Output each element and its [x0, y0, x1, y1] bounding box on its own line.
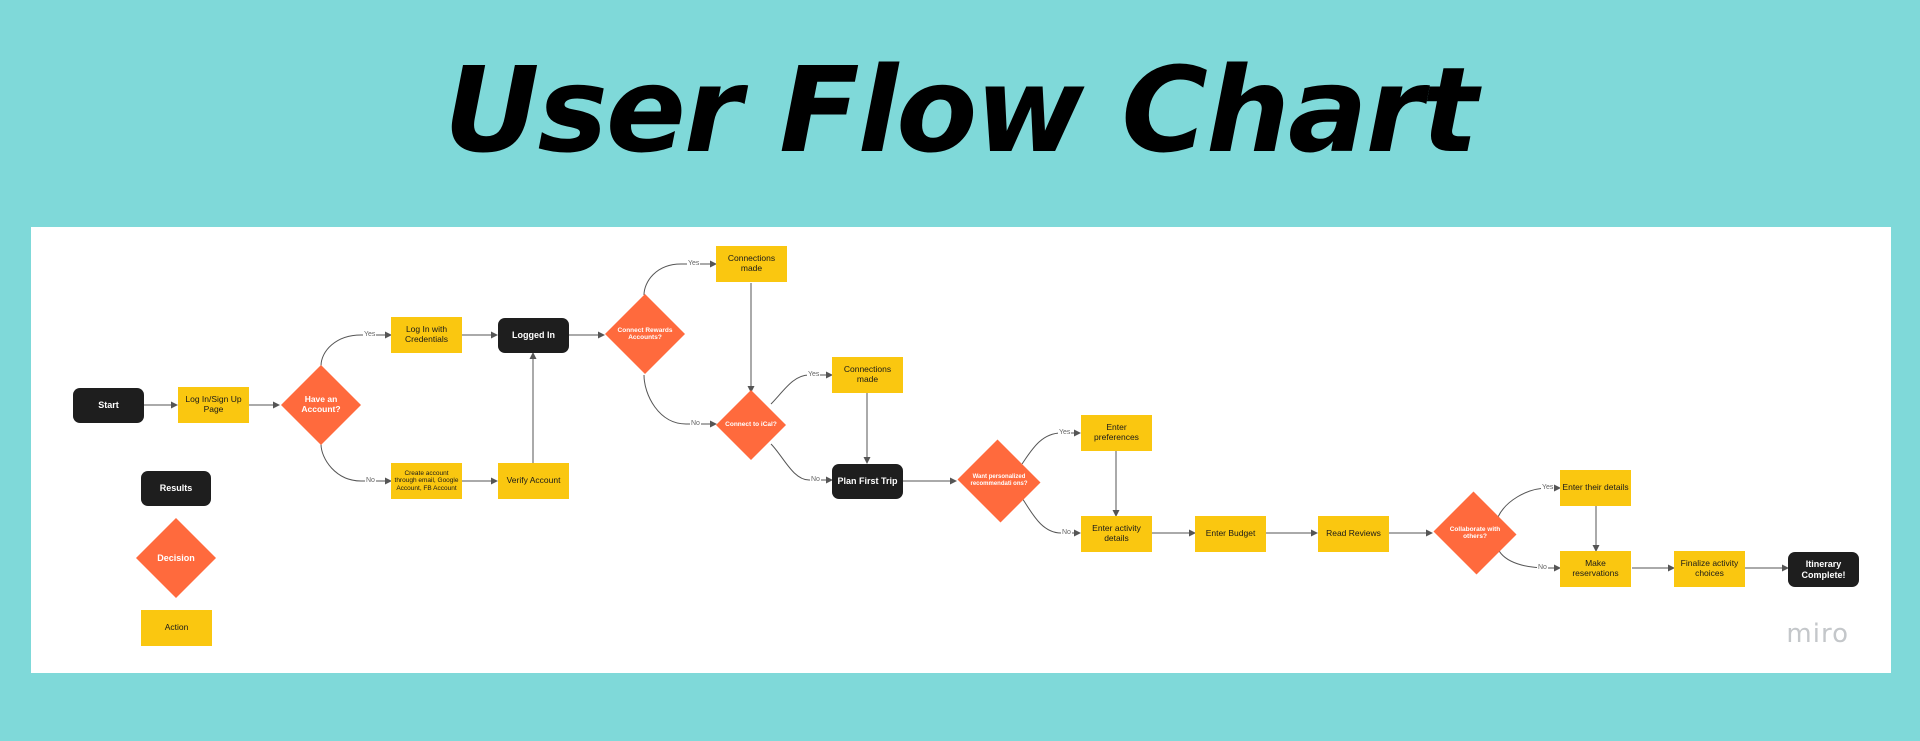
- decision-label: Connect to iCal?: [725, 421, 777, 429]
- edge-label-no: No: [1537, 563, 1548, 572]
- edge-recommend-no: [1021, 497, 1081, 537]
- flowchart-board: Start Log In/Sign Up Page Have an Accoun…: [31, 227, 1891, 673]
- page-title: User Flow Chart: [443, 41, 1478, 179]
- miro-watermark: miro: [1786, 619, 1849, 649]
- edge-ical-no: [770, 443, 833, 484]
- edge-label-yes: Yes: [807, 370, 821, 379]
- decision-label: Collaborate with others?: [1449, 525, 1501, 540]
- edge-account-yes: [320, 331, 392, 367]
- node-enter-their-details: Enter their details: [1560, 470, 1631, 506]
- decision-label: Want personalized recommendati ons?: [970, 474, 1028, 487]
- edge-label-no: No: [1061, 528, 1072, 537]
- node-make-reservations: Make reservations: [1560, 551, 1631, 587]
- node-logged-in: Logged In: [498, 318, 569, 353]
- edge-label-yes: Yes: [1541, 483, 1555, 492]
- edge-account-no: [320, 443, 392, 485]
- legend-decision: Decision: [136, 518, 216, 598]
- node-login-page: Log In/Sign Up Page: [178, 387, 249, 423]
- edge-rewards-no: [643, 374, 717, 428]
- decision-connect-rewards: Connect Rewards Accounts?: [605, 294, 685, 374]
- node-start: Start: [73, 388, 144, 423]
- decision-have-account: Have an Account?: [281, 365, 361, 445]
- legend-results: Results: [141, 471, 211, 506]
- edge-rewards-yes: [643, 260, 717, 296]
- edge-label-no: No: [365, 476, 376, 485]
- node-login-credentials: Log In with Credentials: [391, 317, 462, 353]
- edge-label-yes: Yes: [363, 330, 377, 339]
- decision-connect-ical: Connect to iCal?: [716, 390, 786, 460]
- node-itinerary-complete: Itinerary Complete!: [1788, 552, 1859, 587]
- decision-collaborate: Collaborate with others?: [1432, 491, 1518, 575]
- edge-label-yes: Yes: [1058, 428, 1072, 437]
- edge-label-no: No: [810, 475, 821, 484]
- decision-label: Have an Account?: [301, 394, 341, 414]
- node-connections-made-2: Connections made: [832, 357, 903, 393]
- node-enter-budget: Enter Budget: [1195, 516, 1266, 552]
- node-finalize-activity: Finalize activity choices: [1674, 551, 1745, 587]
- edge-label-no: No: [690, 419, 701, 428]
- decision-label: Connect Rewards Accounts?: [617, 326, 673, 341]
- node-enter-preferences: Enter preferences: [1081, 415, 1152, 451]
- node-read-reviews: Read Reviews: [1318, 516, 1389, 552]
- node-plan-first-trip: Plan First Trip: [832, 464, 903, 499]
- edge-label-yes: Yes: [687, 259, 701, 268]
- legend-decision-label: Decision: [157, 552, 195, 563]
- node-connections-made-1: Connections made: [716, 246, 787, 282]
- node-verify-account: Verify Account: [498, 463, 569, 499]
- legend-action: Action: [141, 610, 212, 646]
- node-enter-activity-details: Enter activity details: [1081, 516, 1152, 552]
- node-create-account: Create account through email, Google Acc…: [391, 463, 462, 499]
- decision-want-recommendations: Want personalized recommendati ons?: [956, 439, 1042, 523]
